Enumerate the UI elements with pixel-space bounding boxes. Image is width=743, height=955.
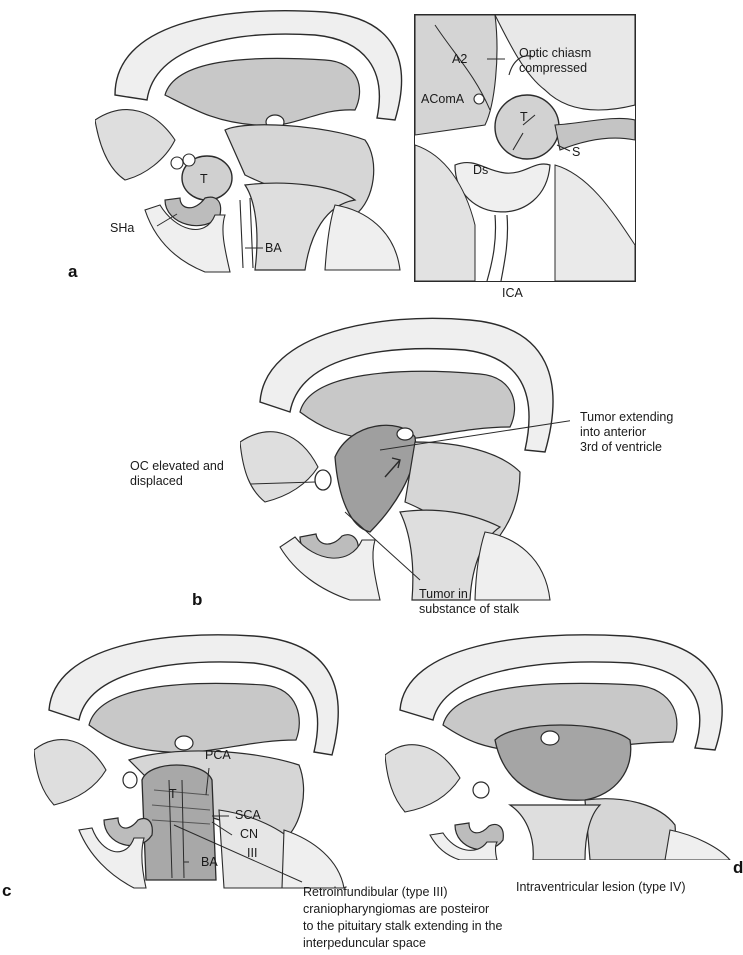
panel-c-label-sca: SCA — [235, 808, 261, 822]
panel-c-label-t: T — [169, 787, 177, 801]
frontal-lobe — [95, 109, 176, 181]
panel-d-caption: Intraventricular lesion (type IV) — [516, 880, 686, 894]
panel-c-label-iii: III — [247, 846, 258, 860]
panel-d-letter: d — [733, 858, 743, 877]
panel-c-caption: Retroinfundibular (type III) craniophary… — [303, 885, 503, 950]
corpus-callosum — [114, 9, 403, 121]
inset-label-a2: A2 — [452, 52, 468, 66]
inset-label-t: T — [520, 110, 528, 124]
panel-b-illustration — [240, 317, 570, 601]
panel-b-label-tumor-extending: Tumor extending into anterior 3rd of ven… — [580, 410, 674, 454]
inset-sella — [454, 161, 551, 213]
retro-pointer — [173, 824, 303, 883]
oc-pointer — [249, 481, 316, 485]
panel-a-label-ba: BA — [265, 241, 282, 255]
panel-d-illustration — [385, 634, 731, 860]
panel-b-letter: b — [192, 590, 203, 609]
panel-a-label-sha: SHa — [110, 221, 135, 235]
panel-a-illustration — [95, 9, 403, 273]
optic-chiasm-b — [314, 469, 332, 491]
panel-a-label-t: T — [200, 172, 208, 186]
panel-c-illustration — [34, 634, 345, 889]
inset-tumor — [494, 94, 560, 160]
lateral-ventricle — [164, 57, 361, 127]
panel-b-label-tumor-stalk: Tumor in substance of stalk — [419, 587, 520, 616]
inset-ica — [486, 214, 509, 281]
s-pointer — [556, 144, 571, 152]
panel-c-letter: c — [2, 881, 12, 900]
panel-c-label-pca: PCA — [205, 748, 231, 762]
inset-label-ds: Ds — [473, 163, 489, 177]
sha-pointer — [156, 213, 178, 227]
panel-c-label-ba: BA — [201, 855, 218, 869]
tumor-b — [334, 424, 417, 533]
panel-a-inset-illustration — [415, 15, 635, 281]
inset-label-acoma: AComA — [421, 92, 465, 106]
tumor-d — [494, 724, 632, 801]
pca-pointer — [205, 767, 210, 796]
panel-c-label-cn: CN — [240, 827, 259, 841]
clivus — [144, 204, 231, 273]
panel-b-label-oc-elevated: OC elevated and displaced — [130, 459, 224, 488]
tumor-stalk-pointer — [344, 511, 421, 581]
inset-label-optic-chiasm: Optic chiasm compressed — [519, 46, 592, 75]
inset-label-s: S — [572, 145, 581, 159]
tumor-extending-pointer — [379, 420, 570, 451]
basilar-artery — [239, 197, 254, 269]
sella-turcica — [164, 196, 222, 227]
inset-label-ica: ICA — [502, 286, 523, 300]
panel-a-letter: a — [68, 262, 78, 281]
brainstem — [243, 182, 357, 271]
cn-pointer — [211, 821, 233, 836]
